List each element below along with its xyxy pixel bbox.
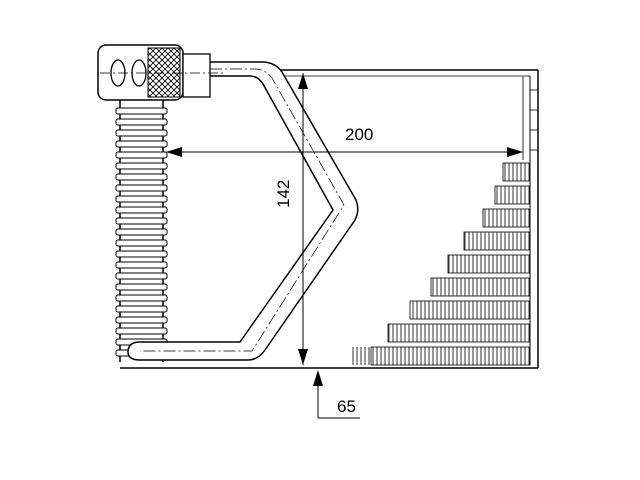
fin-step	[430, 277, 531, 297]
header-ribs	[115, 107, 168, 357]
header-rib	[115, 107, 168, 115]
left-header-tank	[115, 100, 168, 362]
connector-flange	[97, 44, 225, 101]
header-rib	[115, 327, 168, 335]
header-rib	[115, 129, 168, 137]
header-rib	[115, 305, 168, 313]
header-rib	[115, 228, 168, 236]
dimension-height: 142	[274, 73, 308, 365]
header-rib	[115, 184, 168, 192]
fin-step	[350, 347, 371, 365]
fin-step	[370, 346, 531, 366]
dimension-depth: 65	[313, 370, 360, 419]
fin-step	[387, 323, 531, 343]
header-rib	[115, 140, 168, 148]
header-rib	[115, 162, 168, 170]
fin-step	[502, 162, 531, 182]
header-rib	[115, 173, 168, 181]
refrigerant-pipe	[127, 61, 359, 361]
header-rib	[115, 206, 168, 214]
header-rib	[115, 239, 168, 247]
header-rib	[115, 151, 168, 159]
dimension-height-label: 142	[274, 180, 293, 208]
fin-step	[463, 231, 531, 251]
header-rib	[115, 118, 168, 126]
header-rib	[115, 195, 168, 203]
header-rib	[115, 316, 168, 324]
header-rib	[115, 217, 168, 225]
fin-step	[447, 254, 531, 274]
header-rib	[115, 250, 168, 258]
right-fin-stubs	[530, 89, 538, 151]
fin-step	[482, 208, 531, 228]
fin-stepped-pattern	[350, 162, 531, 366]
dimension-width-label: 200	[345, 125, 373, 144]
header-rib	[115, 283, 168, 291]
fin-step	[409, 300, 531, 320]
fin-step	[494, 185, 531, 205]
dimension-width: 200	[166, 125, 523, 157]
dimension-depth-label: 65	[337, 397, 356, 416]
header-rib	[115, 294, 168, 302]
header-rib	[115, 261, 168, 269]
header-rib	[115, 272, 168, 280]
